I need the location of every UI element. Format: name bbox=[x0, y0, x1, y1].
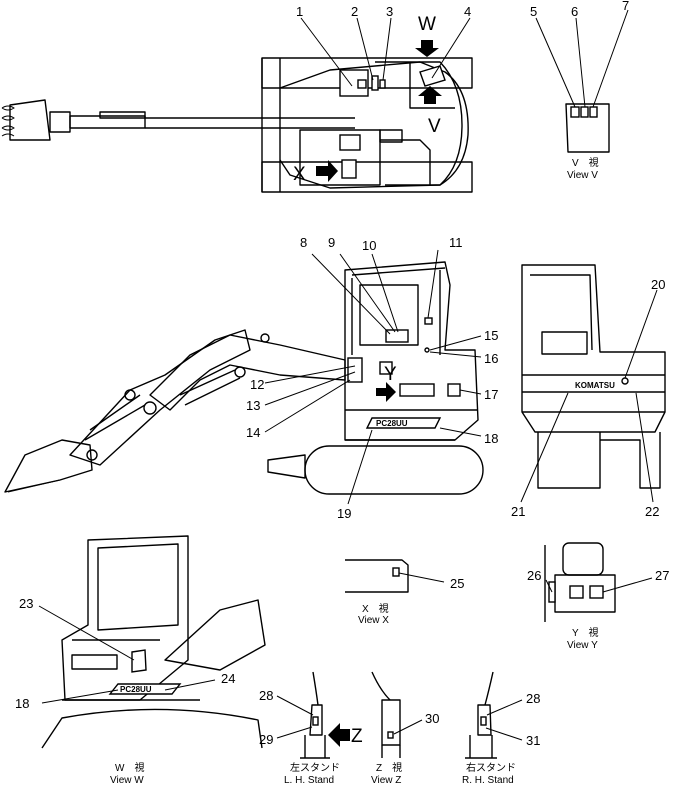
view-z-arrow-icon bbox=[328, 723, 350, 747]
callout-20: 20 bbox=[651, 277, 665, 292]
view-v-caption: View V bbox=[567, 170, 598, 181]
view-v: 5 6 7 V 視 View V bbox=[530, 0, 629, 181]
callout-4: 4 bbox=[464, 4, 471, 19]
callout-28-rh: 28 bbox=[526, 691, 540, 706]
view-y-caption: View Y bbox=[567, 640, 598, 651]
callout-3: 3 bbox=[386, 4, 393, 19]
view-y-caption-jp: Y 視 bbox=[572, 626, 599, 639]
view-w-caption: View W bbox=[110, 775, 144, 786]
view-z: Z 30 Z 視 View Z bbox=[328, 671, 439, 786]
view-x: 25 X 視 View X bbox=[345, 559, 464, 626]
side-model-decal: PC28UU bbox=[376, 419, 408, 428]
rh-stand-caption: R. H. Stand bbox=[462, 775, 514, 786]
callout-30: 30 bbox=[425, 711, 439, 726]
lh-stand-caption-jp: 左スタンド bbox=[290, 761, 340, 774]
view-z-marker: Z bbox=[351, 726, 363, 747]
lh-stand-caption: L. H. Stand bbox=[284, 775, 334, 786]
callout-26: 26 bbox=[527, 568, 541, 583]
view-x-caption-jp: X 視 bbox=[362, 602, 389, 615]
callout-21: 21 bbox=[511, 504, 525, 519]
view-y-marker: Y bbox=[384, 364, 397, 385]
rear-brand-decal: KOMATSU bbox=[575, 381, 615, 390]
callout-16: 16 bbox=[484, 351, 498, 366]
view-y: 26 27 Y 視 View Y bbox=[527, 542, 669, 651]
side-view-machine: PC28UU Y 8 9 10 11 12 13 14 15 16 17 18 … bbox=[4, 235, 498, 521]
callout-31: 31 bbox=[526, 733, 540, 748]
callout-5: 5 bbox=[530, 4, 537, 19]
view-x-caption: View X bbox=[358, 615, 389, 626]
callout-15: 15 bbox=[484, 328, 498, 343]
view-w-caption-jp: W 視 bbox=[115, 761, 144, 774]
callout-7: 7 bbox=[622, 0, 629, 13]
callout-8: 8 bbox=[300, 235, 307, 250]
lh-stand: 28 29 左スタンド L. H. Stand bbox=[259, 671, 340, 786]
callout-1: 1 bbox=[296, 4, 303, 19]
view-z-caption-jp: Z 視 bbox=[376, 761, 402, 774]
callout-25: 25 bbox=[450, 576, 464, 591]
callout-23: 23 bbox=[19, 596, 33, 611]
callout-10: 10 bbox=[362, 238, 376, 253]
view-x-arrow-icon bbox=[316, 160, 338, 182]
view-v-arrow-icon bbox=[418, 86, 442, 104]
callout-22: 22 bbox=[645, 504, 659, 519]
callout-2: 2 bbox=[351, 4, 358, 19]
view-w: PC28UU 23 18 24 W 視 View W bbox=[15, 535, 266, 786]
rh-stand: 28 31 右スタンド R. H. Stand bbox=[462, 671, 540, 786]
callout-24: 24 bbox=[221, 671, 235, 686]
view-v-caption-jp: V 視 bbox=[572, 156, 599, 169]
rear-view-machine: KOMATSU 20 21 22 bbox=[511, 264, 666, 519]
callout-11: 11 bbox=[449, 235, 463, 250]
callout-27: 27 bbox=[655, 568, 669, 583]
view-v-marker: V bbox=[428, 116, 441, 137]
view-z-caption: View Z bbox=[371, 775, 401, 786]
callout-13: 13 bbox=[246, 398, 260, 413]
callout-12: 12 bbox=[250, 377, 264, 392]
callout-18-rear: 18 bbox=[15, 696, 29, 711]
rh-stand-caption-jp: 右スタンド bbox=[466, 761, 516, 774]
view-w-marker: W bbox=[418, 14, 436, 35]
view-x-marker: X bbox=[293, 164, 306, 185]
callout-28-lh: 28 bbox=[259, 688, 273, 703]
callout-6: 6 bbox=[571, 4, 578, 19]
view-y-arrow-icon bbox=[376, 382, 396, 402]
callout-29: 29 bbox=[259, 732, 273, 747]
callout-19: 19 bbox=[337, 506, 351, 521]
callout-14: 14 bbox=[246, 425, 260, 440]
rear-model-decal: PC28UU bbox=[120, 685, 152, 694]
callout-17: 17 bbox=[484, 387, 498, 402]
view-w-arrow-icon bbox=[415, 40, 439, 57]
callout-18-side: 18 bbox=[484, 431, 498, 446]
top-view-machine: W V X 1 2 3 4 bbox=[1, 4, 473, 193]
callout-9: 9 bbox=[328, 235, 335, 250]
